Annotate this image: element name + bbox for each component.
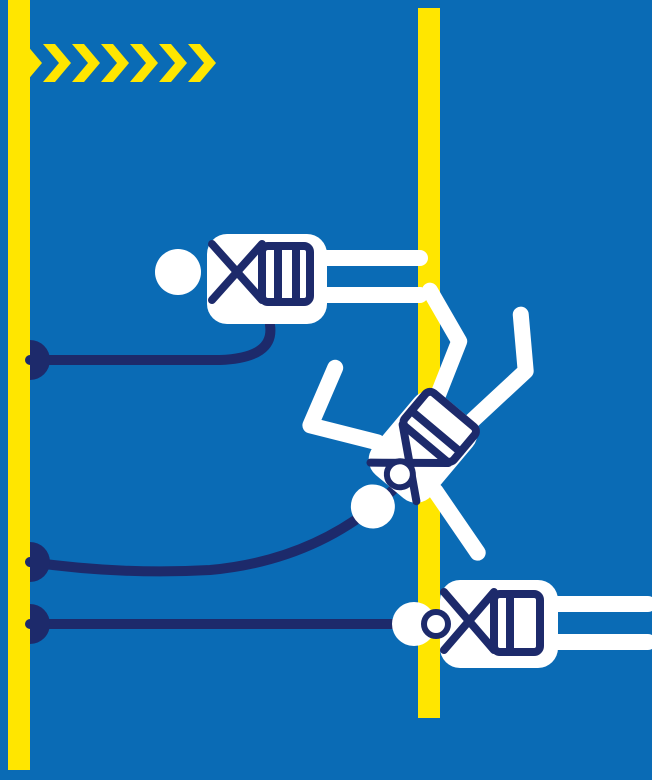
- worker-leg: [300, 287, 428, 303]
- worker-leg: [532, 596, 652, 612]
- worker-head: [155, 249, 201, 295]
- worker-leg: [300, 250, 428, 266]
- harness-d-ring: [424, 612, 448, 636]
- worker-leg: [532, 634, 652, 650]
- anchor-line: [8, 0, 30, 770]
